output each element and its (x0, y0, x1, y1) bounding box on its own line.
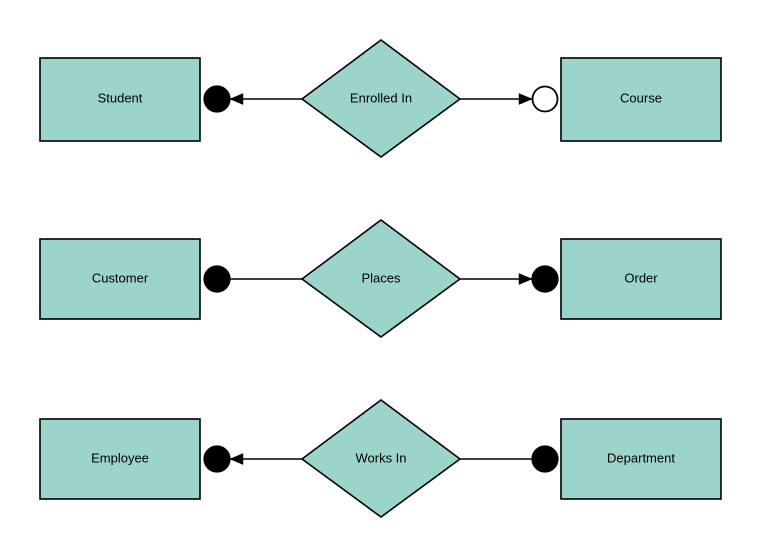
er-relationship-row: Student Enrolled In Course (39, 39, 722, 158)
relationship-diamond[interactable] (300, 399, 462, 518)
participation-marker-hollow-right[interactable] (531, 85, 559, 113)
entity-box-right[interactable] (560, 57, 722, 142)
relationship-label: Places (361, 270, 401, 285)
participation-marker-filled-right[interactable] (531, 445, 559, 473)
arrowhead-right (518, 273, 533, 285)
arrowhead-left (229, 93, 244, 105)
participation-marker-filled-left[interactable] (203, 85, 231, 113)
participation-marker-filled-right[interactable] (531, 265, 559, 293)
entity-label-left: Student (98, 90, 143, 105)
entity-label-right: Course (620, 90, 662, 105)
entity-label-left: Employee (91, 450, 149, 465)
arrowhead-right (518, 93, 533, 105)
entity-label-left: Customer (92, 270, 149, 285)
entity-box-left[interactable] (39, 57, 201, 142)
entity-label-right: Department (607, 450, 675, 465)
relationship-label: Enrolled In (350, 90, 412, 105)
entity-box-right[interactable] (560, 418, 722, 500)
relationship-diamond[interactable] (300, 219, 462, 338)
participation-marker-filled-left[interactable] (203, 265, 231, 293)
entity-box-left[interactable] (39, 418, 201, 500)
entity-label-right: Order (624, 270, 658, 285)
er-relationship-row: Customer Places Order (39, 219, 722, 338)
arrowhead-left (229, 453, 244, 465)
relationship-diamond[interactable] (300, 39, 462, 158)
entity-box-left[interactable] (39, 238, 201, 320)
er-relationship-row: Employee Works In Department (39, 399, 722, 518)
participation-marker-filled-left[interactable] (203, 445, 231, 473)
entity-box-right[interactable] (560, 238, 722, 320)
relationship-label: Works In (355, 450, 406, 465)
